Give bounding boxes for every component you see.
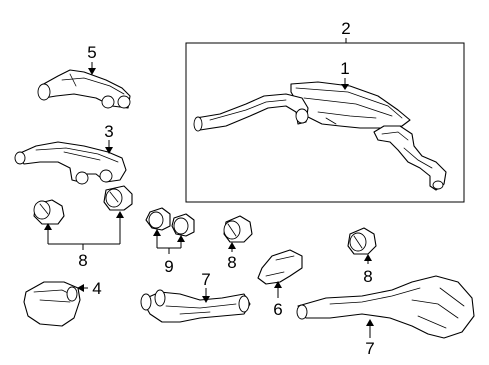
floor-duct xyxy=(296,275,475,339)
arrow-7a xyxy=(202,296,210,303)
leader-8a xyxy=(44,211,124,250)
arrow-5 xyxy=(88,68,96,75)
callout-9: 9 xyxy=(164,257,173,276)
arrow-7b xyxy=(366,319,374,326)
arrow-3 xyxy=(105,147,113,154)
upper-outlet-duct xyxy=(37,69,131,109)
callout-2: 2 xyxy=(341,19,350,38)
outlet-duct xyxy=(14,141,127,185)
arrow-8c xyxy=(364,254,372,261)
arrow-4 xyxy=(77,284,84,292)
side-vent xyxy=(23,281,81,327)
right-defroster-duct xyxy=(373,125,447,191)
arrow-1 xyxy=(341,84,349,90)
leader-9 xyxy=(153,229,185,254)
callout-7-left: 7 xyxy=(201,270,210,289)
arrow-8b xyxy=(228,242,236,249)
callout-7-right: 7 xyxy=(365,339,374,358)
callout-5: 5 xyxy=(87,43,96,62)
callout-8-right: 8 xyxy=(363,267,372,286)
callout-3: 3 xyxy=(104,122,113,141)
grommet-pair-b xyxy=(171,213,195,237)
rear-floor-duct xyxy=(140,289,251,323)
left-defroster-duct xyxy=(193,93,309,132)
grommet-pair-a xyxy=(145,207,171,231)
callout-8-left: 8 xyxy=(78,251,87,270)
callout-8-middle: 8 xyxy=(227,253,236,272)
floor-outlet xyxy=(257,249,303,285)
defroster-nozzle xyxy=(290,81,411,129)
callout-4: 4 xyxy=(92,279,101,298)
callout-1: 1 xyxy=(340,59,349,78)
callout-6: 6 xyxy=(273,300,282,319)
vent-grommet-middle xyxy=(223,215,253,243)
arrow-6 xyxy=(274,281,282,288)
duct-assembly-box xyxy=(185,38,465,203)
vent-grommet-left-b xyxy=(103,185,133,211)
vent-grommet-left-a xyxy=(33,199,65,225)
vent-grommet-right xyxy=(347,227,377,255)
